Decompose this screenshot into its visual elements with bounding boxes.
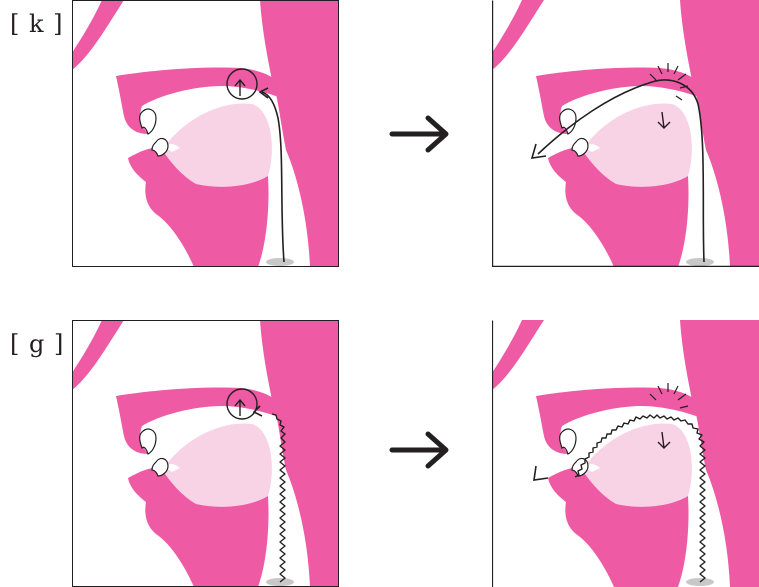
airflow-arrowhead [534,466,548,480]
k-closure-panel [72,0,339,267]
row-label-g: [ g ] [10,330,64,358]
row-label-k: [ k ] [10,10,64,38]
voiced-airflow-line [272,414,285,582]
vocal-tract-diagram [72,320,339,587]
right-arrow-icon [388,104,458,164]
g-release-panel [492,320,759,587]
right-arrow-icon [388,420,458,480]
vocal-tract-diagram [492,320,759,587]
k-release-panel [492,0,759,267]
g-closure-panel [72,320,339,587]
vocal-tract-diagram [492,0,759,267]
vocal-tract-diagram [72,0,339,267]
airflow-arrowhead [532,144,546,158]
